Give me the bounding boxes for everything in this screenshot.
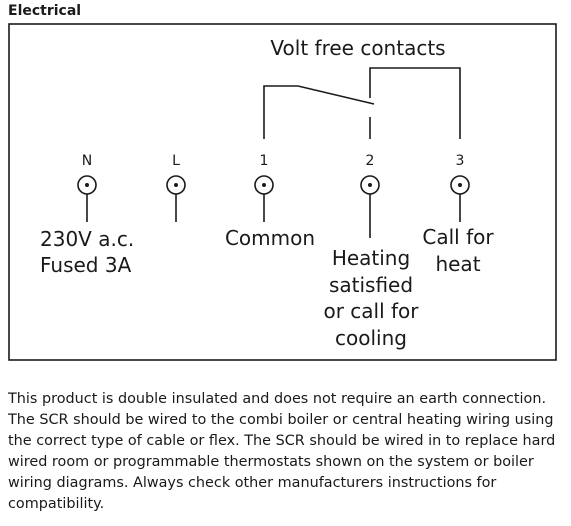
supply-label-line1: 230V a.c. [40,227,134,251]
terminal-label-l: L [172,153,180,169]
common-label: Common [225,226,315,250]
terminal2-label-line4: cooling [335,326,407,350]
installation-note: This product is double insulated and doe… [8,391,556,512]
terminal2-label-line2: satisfied [329,273,413,297]
terminal-label-3: 3 [456,153,465,169]
terminal-n [77,175,97,222]
section-title: Electrical [8,3,82,19]
terminal-l [166,175,186,222]
terminal-label-1: 1 [260,153,269,169]
terminal3-label-line2: heat [435,252,480,276]
terminal-2 [360,175,380,238]
contacts-label: Volt free contacts [270,36,445,60]
terminal-label-2: 2 [366,153,375,169]
supply-label-line2: Fused 3A [40,253,132,277]
diagram-frame [8,23,557,361]
terminal3-label-line1: Call for [422,225,494,249]
terminal-label-n: N [82,153,92,169]
switch-contacts [263,67,461,139]
terminal2-label-line1: Heating [332,246,410,270]
terminal2-label-line3: or call for [323,299,419,323]
terminal-3 [450,175,470,222]
terminal-1 [254,175,274,222]
wiring-diagram: Volt free contacts N L 1 2 3 230V a.c. F… [8,23,557,361]
